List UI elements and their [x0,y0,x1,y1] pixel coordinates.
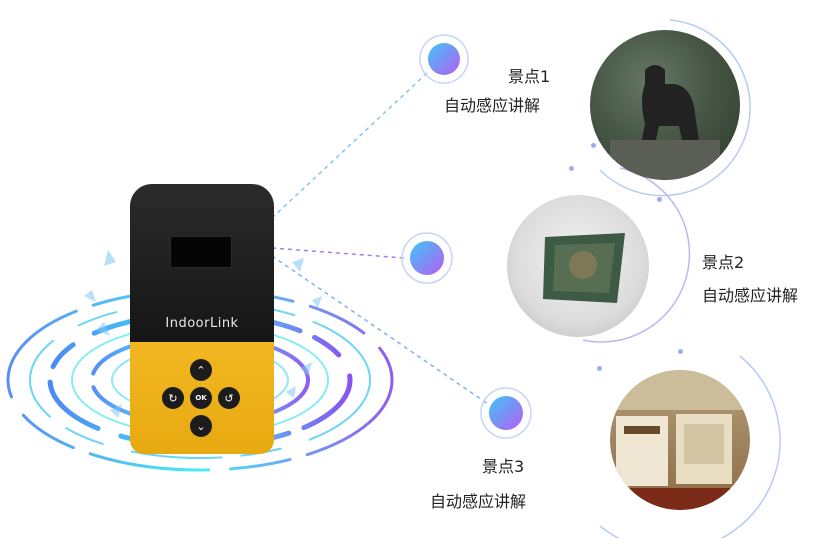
spot-1-photo [590,30,740,180]
relic-image [543,233,625,303]
spot-3-desc: 自动感应讲解 [430,492,527,511]
statue-image [590,30,740,180]
arc-dot [569,166,574,171]
refresh-button[interactable]: ↻ [162,387,184,409]
up-button[interactable]: ⌃ [190,359,212,381]
spot-3-photo [610,370,750,510]
spot-1-name: 景点1 [508,67,551,86]
arc-dot [657,197,662,202]
down-button[interactable]: ⌄ [190,415,212,437]
spot-2-name: 景点2 [702,253,745,272]
arc-dot [678,349,683,354]
spot-1-desc: 自动感应讲解 [444,96,541,115]
device-brand-label: IndoorLink [165,316,239,331]
ok-button[interactable]: OK [190,387,212,409]
arc-dot [591,143,596,148]
back-button[interactable]: ↺ [218,387,240,409]
node-1 [419,34,469,84]
books-image [610,370,750,510]
device-screen [170,236,232,268]
node-2 [401,232,453,284]
spot-2-desc: 自动感应讲解 [702,286,799,305]
spot-2-photo [507,195,649,337]
spot-3-name: 景点3 [482,457,525,476]
node-3 [480,387,532,439]
arc-dot [597,366,602,371]
